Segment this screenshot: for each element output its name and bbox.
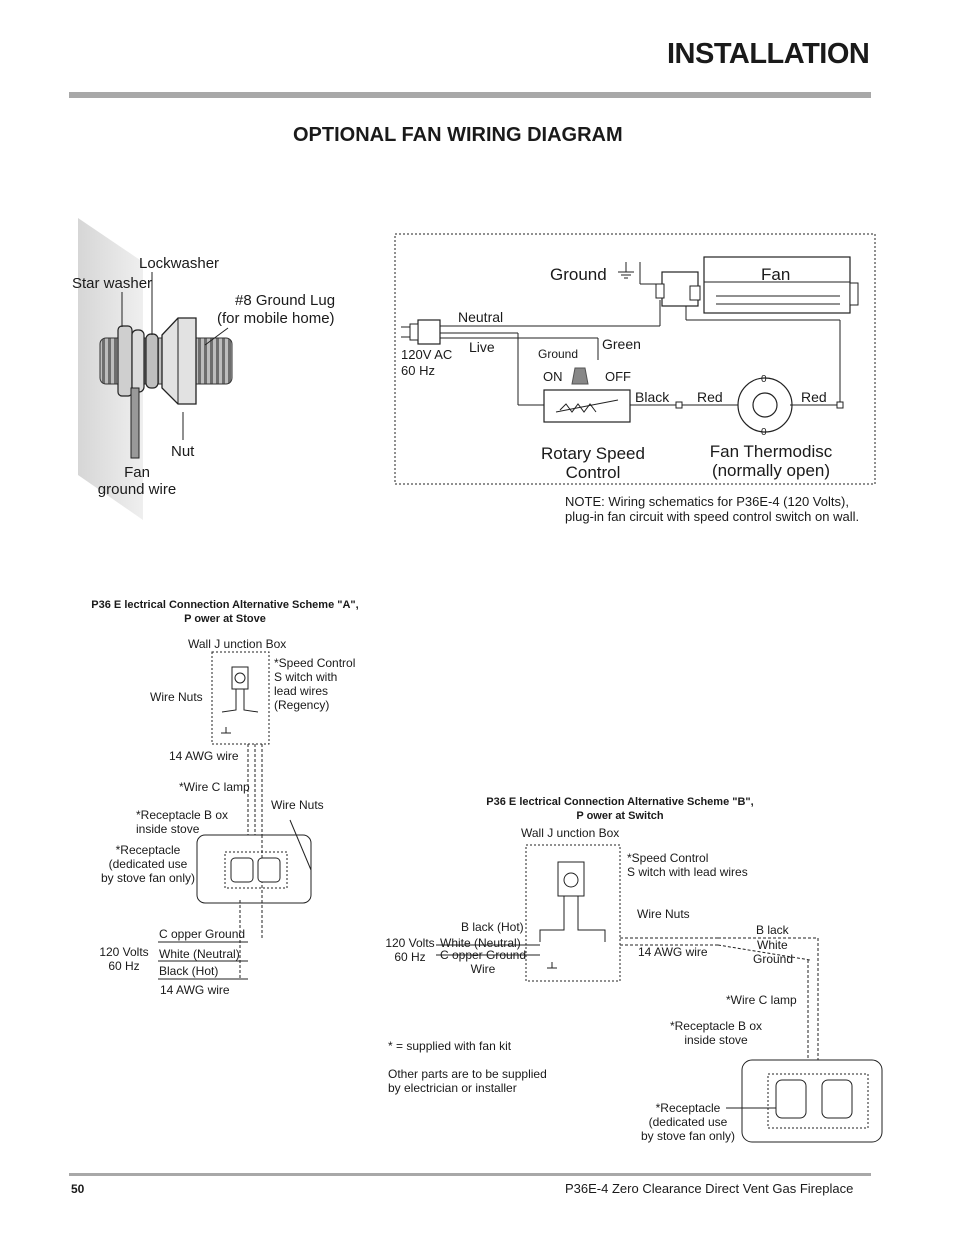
scheme-b-black-hot-label: B lack (Hot) [461, 920, 524, 934]
scheme-b-wall-box-label: Wall J unction Box [521, 826, 620, 840]
scheme-b-wire-clamp-label: *Wire C lamp [726, 993, 797, 1007]
green-label: Green [602, 336, 641, 352]
scheme-b-receptacle-box-label: *Receptacle B ox inside stove [669, 1019, 763, 1047]
scheme-b-speed-control-label: *Speed Control S witch with lead wires [627, 851, 748, 879]
scheme-a-receptacle-label: *Receptacle (dedicated use by stove fan … [100, 843, 196, 885]
ground-lug-illustration [78, 218, 233, 520]
footer-product-name: P36E-4 Zero Clearance Direct Vent Gas Fi… [565, 1181, 854, 1196]
scheme-a-awg-top-label: 14 AWG wire [169, 749, 239, 763]
scheme-b-right-white-label: White [757, 938, 788, 952]
header-rule [69, 92, 871, 98]
nut-label: Nut [171, 443, 195, 460]
supplied-with-kit-note: * = supplied with fan kit [388, 1039, 512, 1053]
neutral-label: Neutral [458, 309, 504, 325]
scheme-b-right-black-label: B lack [756, 923, 789, 937]
scheme-b-right-ground-label: Ground [753, 952, 794, 966]
scheme-a-title: P36 E lectrical Connection Alternative S… [91, 599, 359, 625]
scheme-a-speed-control-label: *Speed Control S witch with lead wires (… [274, 656, 356, 712]
scheme-a-copper-ground-label: C opper Ground [159, 927, 246, 941]
scheme-a-wire-nuts-right-label: Wire Nuts [271, 798, 324, 812]
other-parts-note: Other parts are to be supplied by electr… [388, 1067, 547, 1095]
live-label: Live [469, 339, 495, 355]
off-label: OFF [605, 369, 631, 384]
thermodisc-bottom-mark: 0 [761, 427, 767, 438]
scheme-b-title: P36 E lectrical Connection Alternative S… [486, 796, 754, 822]
star-washer-label: Star washer [72, 275, 153, 292]
scheme-a-white-neutral-label: White (Neutral) [159, 947, 240, 961]
scheme-b-wire-nuts-label: Wire Nuts [637, 907, 690, 921]
lockwasher-label: Lockwasher [139, 255, 220, 272]
fan-thermodisc-label: Fan Thermodisc (normally open) [709, 442, 833, 480]
schematic-note: NOTE: Wiring schematics for P36E-4 (120 … [565, 494, 860, 524]
scheme-a-black-hot-label: Black (Hot) [159, 964, 219, 978]
ac-frequency-label: 60 Hz [401, 363, 435, 378]
on-label: ON [543, 369, 563, 384]
page-header-title: INSTALLATION [667, 38, 870, 70]
black-label: Black [635, 389, 670, 405]
fan-ground-wire-label: Fan ground wire [97, 464, 177, 498]
ground-small-label: Ground [538, 347, 579, 361]
scheme-a-wire-clamp-label: *Wire C lamp [179, 780, 250, 794]
red-label-left: Red [697, 389, 723, 405]
fan-schematic [394, 233, 876, 485]
scheme-b-voltage-label: 120 Volts 60 Hz [385, 936, 435, 964]
scheme-a-awg-bottom-label: 14 AWG wire [160, 983, 230, 997]
thermodisc-top-mark: 0 [761, 374, 767, 385]
scheme-a-diagram [158, 651, 312, 980]
fan-label: Fan [761, 265, 791, 284]
ground-lug-label: #8 Ground Lug [235, 292, 336, 309]
scheme-b-copper-ground-label: C opper Ground Wire [439, 948, 527, 976]
scheme-a-voltage-label: 120 Volts 60 Hz [99, 945, 149, 973]
scheme-b-awg-label: 14 AWG wire [638, 945, 708, 959]
scheme-b-diagram [436, 844, 883, 1143]
scheme-a-receptacle-box-label: *Receptacle B ox inside stove [136, 808, 229, 836]
scheme-b-white-neutral-label: White (Neutral) [440, 936, 521, 950]
scheme-b-receptacle-label: *Receptacle (dedicated use by stove fan … [640, 1101, 736, 1143]
section-title: OPTIONAL FAN WIRING DIAGRAM [293, 124, 623, 146]
footer-rule [69, 1173, 871, 1176]
ac-voltage-label: 120V AC [401, 347, 453, 362]
ground-label: Ground [550, 265, 607, 284]
scheme-a-wall-box-label: Wall J unction Box [188, 637, 287, 651]
scheme-a-wire-nuts-top-label: Wire Nuts [150, 690, 203, 704]
ground-lug-sub-label: (for mobile home) [217, 310, 335, 327]
page-number: 50 [71, 1182, 85, 1196]
rotary-speed-control-label: Rotary Speed Control [541, 444, 645, 482]
red-label-right: Red [801, 389, 827, 405]
